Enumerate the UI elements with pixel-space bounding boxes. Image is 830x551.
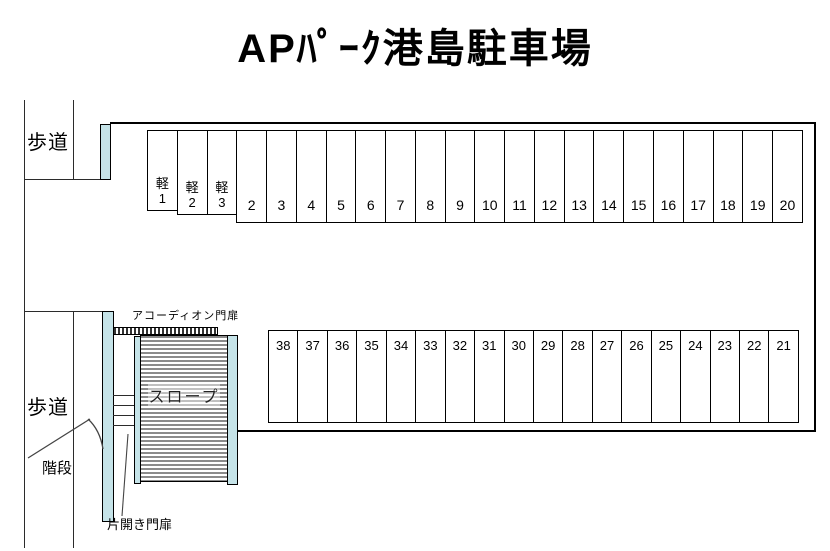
sidewalk-line-outer [24, 100, 25, 548]
parking-space-21: 21 [768, 330, 799, 423]
parking-space-14: 14 [593, 130, 625, 223]
parking-space-37: 37 [297, 330, 328, 423]
walkway-strip-top [100, 124, 111, 180]
parking-space-29: 29 [532, 330, 564, 423]
accordion-gate-icon [113, 327, 218, 335]
parking-space-27: 27 [591, 330, 623, 423]
parking-space-38: 38 [268, 330, 299, 423]
parking-space-20: 20 [772, 130, 803, 223]
sidewalk-edge-top [25, 179, 102, 180]
parking-space-23: 23 [709, 330, 740, 423]
parking-space-15: 15 [623, 130, 655, 223]
stair-step-line [113, 405, 134, 406]
lot-boundary-right [814, 122, 816, 432]
parking-space-24: 24 [680, 330, 711, 423]
stairs-leader-line [27, 418, 91, 459]
parking-space-9: 9 [444, 130, 476, 223]
parking-space-22: 22 [739, 330, 770, 423]
parking-space-17: 17 [682, 130, 714, 223]
parking-space-11: 11 [504, 130, 535, 223]
stair-step-line [113, 415, 134, 416]
slope-label: スロープ [148, 382, 220, 407]
parking-space-13: 13 [563, 130, 595, 223]
parking-space-33: 33 [415, 330, 446, 423]
parking-space-35: 35 [356, 330, 387, 423]
lot-boundary-bottom [238, 430, 816, 432]
parking-space-7: 7 [385, 130, 416, 223]
parking-space-32: 32 [444, 330, 476, 423]
lot-boundary-top [110, 122, 816, 124]
parking-space-26: 26 [621, 330, 652, 423]
parking-space-36: 36 [326, 330, 358, 423]
parking-space-3: 3 [266, 130, 297, 223]
parking-space-5: 5 [325, 130, 357, 223]
gate-swing-arc [87, 418, 104, 450]
stair-step-line [113, 395, 134, 396]
stair-step-line [113, 425, 134, 426]
swing-gate-label: 片開き門扉 [107, 517, 173, 532]
swing-gate-leader-line [121, 433, 129, 517]
slope-area: スロープ [140, 335, 228, 482]
sidewalk-line-inner-bottom [73, 311, 74, 548]
parking-space-18: 18 [712, 130, 744, 223]
parking-space-30: 30 [503, 330, 534, 423]
parking-space-25: 25 [650, 330, 682, 423]
parking-space-19: 19 [742, 130, 774, 223]
walkway-strip-entrance [102, 311, 114, 522]
parking-space-12: 12 [533, 130, 565, 223]
parking-space-8: 8 [414, 130, 446, 223]
parking-space-16: 16 [653, 130, 684, 223]
sidewalk-label-bottom: 歩道 [27, 397, 69, 419]
parking-space-34: 34 [385, 330, 417, 423]
sidewalk-edge-bottom [25, 311, 102, 312]
parking-space-10: 10 [474, 130, 506, 223]
parking-space-28: 28 [562, 330, 593, 423]
parking-space-2: 2 [236, 130, 268, 223]
parking-space-6: 6 [355, 130, 387, 223]
walkway-strip-slope-right [227, 335, 238, 485]
sidewalk-label-top: 歩道 [27, 132, 69, 154]
stairs-label: 階段 [42, 460, 73, 477]
page-title: APﾊﾟｰｸ港島駐車場 [237, 27, 593, 71]
parking-space-31: 31 [474, 330, 505, 423]
parking-space-4: 4 [295, 130, 327, 223]
accordion-gate-label: アコーディオン門扉 [132, 310, 240, 322]
sidewalk-line-inner-top [73, 100, 74, 179]
